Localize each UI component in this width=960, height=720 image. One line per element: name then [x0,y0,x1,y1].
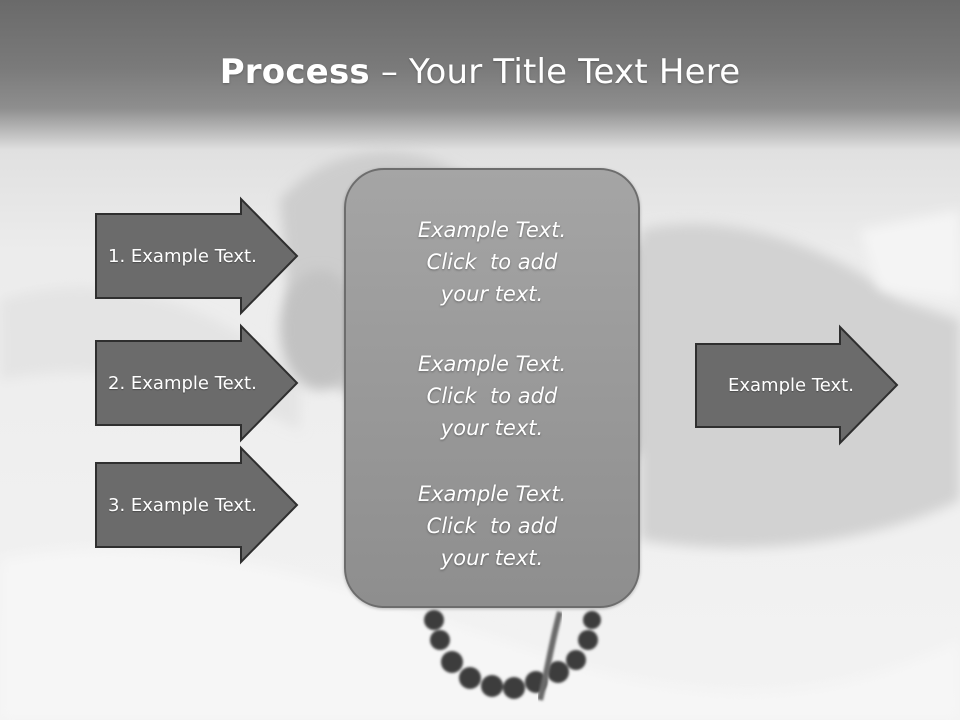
panel-line: Example Text. [417,482,567,506]
center-panel[interactable]: Example Text. Click to add your text. Ex… [344,168,640,608]
panel-line: Example Text. [417,218,567,242]
panel-line: your text. [440,546,544,570]
title-band [0,0,960,150]
arrow-shape [95,445,299,565]
arrow-shape [95,323,299,443]
panel-line: Click to add [426,384,558,408]
panel-line: Click to add [426,514,558,538]
panel-line: your text. [440,282,544,306]
left-arrow-3[interactable]: 3. Example Text. [95,445,300,565]
title-bold: Process [219,52,370,92]
panel-text-block-3[interactable]: Example Text. Click to add your text. [346,478,638,574]
left-arrow-2[interactable]: 2. Example Text. [95,323,300,443]
arrow-label: 2. Example Text. [108,372,257,394]
title-rest: – Your Title Text Here [369,52,741,92]
panel-line: Example Text. [417,352,567,376]
slide-title[interactable]: Process – Your Title Text Here [0,52,960,92]
arrow-shape [95,196,299,316]
arrow-label: 1. Example Text. [108,245,257,267]
panel-text-block-2[interactable]: Example Text. Click to add your text. [346,348,638,444]
arrow-shape [695,324,899,446]
panel-line: your text. [440,416,544,440]
panel-text-block-1[interactable]: Example Text. Click to add your text. [346,214,638,310]
left-arrow-1[interactable]: 1. Example Text. [95,196,300,316]
panel-line: Click to add [426,250,558,274]
arrow-label: Example Text. [728,374,854,396]
right-arrow[interactable]: Example Text. [695,324,900,446]
arrow-label: 3. Example Text. [108,494,257,516]
